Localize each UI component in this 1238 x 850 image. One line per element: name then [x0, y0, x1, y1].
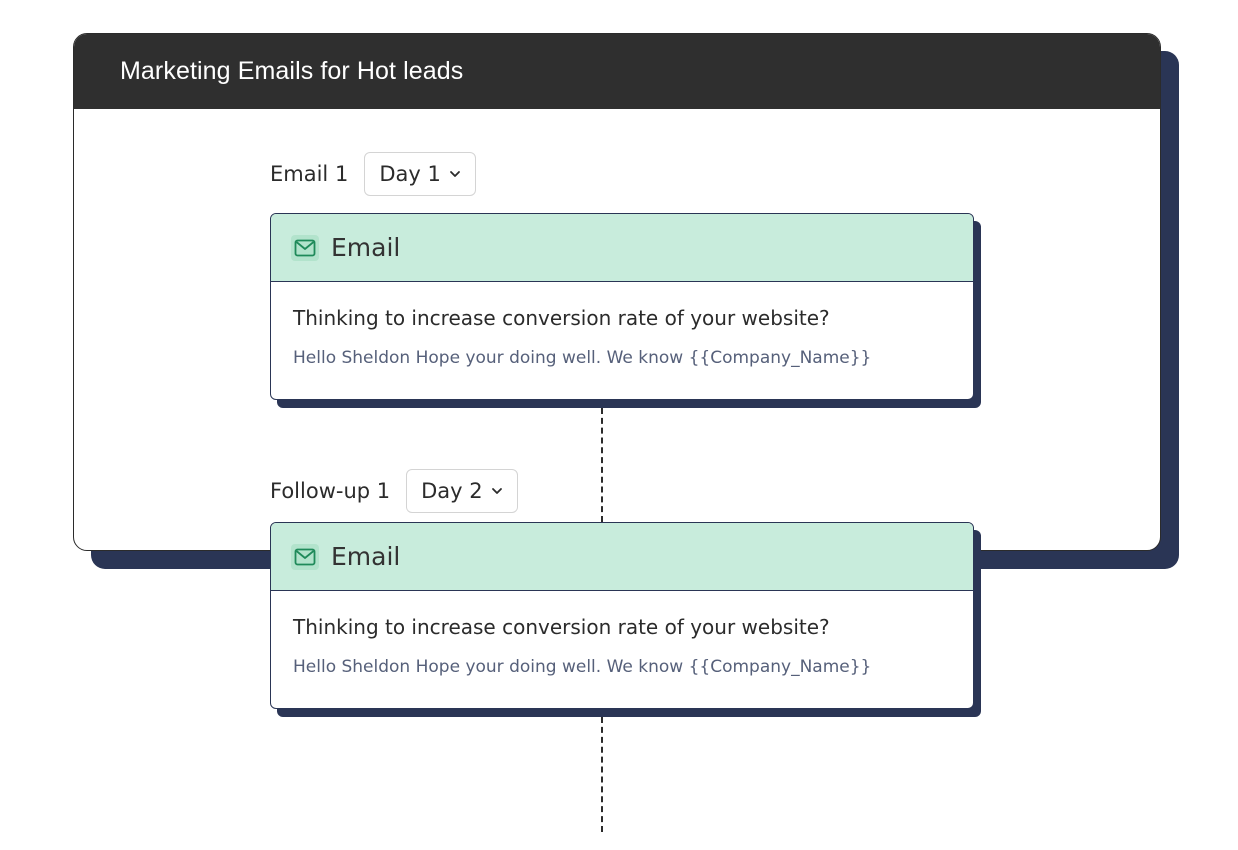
panel-title: Marketing Emails for Hot leads: [120, 57, 464, 85]
chevron-down-icon: [449, 171, 460, 177]
day-select-value: Day 2: [421, 479, 483, 503]
day-select[interactable]: Day 1: [364, 152, 476, 196]
step-header: Follow-up 1 Day 2: [270, 469, 518, 513]
email-card-body: Thinking to increase conversion rate of …: [271, 282, 973, 368]
mail-icon: [291, 234, 319, 261]
connector-line: [601, 408, 603, 522]
step-label: Follow-up 1: [270, 479, 391, 503]
email-preview: Hello Sheldon Hope your doing well. We k…: [293, 348, 872, 368]
email-subject: Thinking to increase conversion rate of …: [293, 306, 830, 330]
step-label: Email 1: [270, 162, 349, 186]
day-select-value: Day 1: [379, 162, 441, 186]
panel-header: Marketing Emails for Hot leads: [74, 34, 1160, 109]
mail-icon: [291, 543, 319, 570]
day-select[interactable]: Day 2: [406, 469, 518, 513]
email-preview: Hello Sheldon Hope your doing well. We k…: [293, 657, 872, 677]
email-card-type: Email: [331, 233, 401, 262]
connector-line: [601, 717, 603, 832]
email-subject: Thinking to increase conversion rate of …: [293, 615, 830, 639]
step-header: Email 1 Day 1: [270, 152, 476, 196]
email-card[interactable]: Email Thinking to increase conversion ra…: [270, 522, 974, 709]
email-card[interactable]: Email Thinking to increase conversion ra…: [270, 213, 974, 400]
email-card-header: Email: [271, 523, 973, 591]
email-card-type: Email: [331, 542, 401, 571]
chevron-down-icon: [491, 488, 502, 494]
email-card-body: Thinking to increase conversion rate of …: [271, 591, 973, 677]
email-card-header: Email: [271, 214, 973, 282]
